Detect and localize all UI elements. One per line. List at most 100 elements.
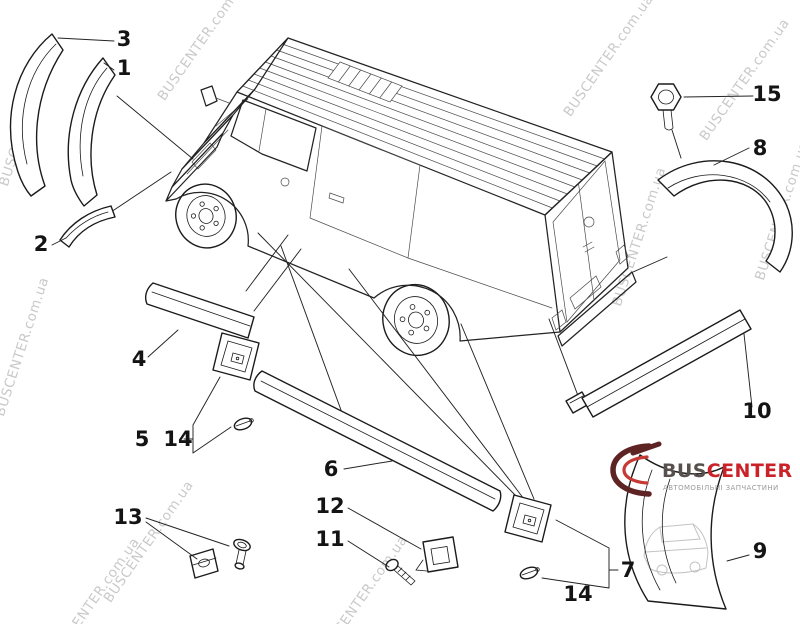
callout-12: 12 <box>315 494 344 518</box>
leader-lines <box>51 37 754 589</box>
rear-badge <box>583 216 595 228</box>
brand-logo: BUSCENTER АВТОМОБІЛЬНІ ЗАПЧАСТИНИ <box>610 441 793 497</box>
callout-9: 9 <box>753 539 768 563</box>
fuel-cap <box>280 177 290 187</box>
leader-13 <box>145 517 230 560</box>
placement-line <box>110 171 172 213</box>
door-window <box>230 99 317 172</box>
watermark-text: BUSCENTER.com.ua <box>561 0 657 120</box>
part-7-mounting-plate <box>504 494 552 543</box>
part-1-inner-arch-trim <box>67 57 116 207</box>
lug <box>199 225 205 231</box>
leader-1 <box>103 62 115 71</box>
part-10-rear-quarter-molding <box>565 309 752 418</box>
callout-13: 13 <box>113 505 142 529</box>
brand-name-center: CENTER <box>707 460 793 482</box>
headlight <box>191 142 217 170</box>
leader-10 <box>743 333 753 408</box>
front-bumper <box>165 132 224 202</box>
placement-line <box>280 245 342 411</box>
rear-door-split <box>578 183 595 301</box>
callout-5: 5 <box>135 427 150 451</box>
brand-mark-accent <box>622 455 649 485</box>
rear-handles <box>582 241 595 253</box>
leader-8 <box>713 147 750 166</box>
part-3-outer-arch-trim <box>9 33 64 197</box>
brand-mark-icon <box>610 441 662 497</box>
rear-face <box>544 151 629 333</box>
door-handle <box>328 192 345 204</box>
van-illustration <box>165 37 637 357</box>
window-divider <box>258 108 267 152</box>
rim <box>186 195 226 237</box>
hub <box>198 208 214 224</box>
rear-bumper <box>557 271 637 347</box>
lug <box>399 316 406 323</box>
part-5-mounting-plate <box>212 332 260 381</box>
part-13-fasteners <box>189 538 251 579</box>
brand-name-bus: BUS <box>662 460 707 482</box>
callout-10: 10 <box>742 399 771 423</box>
callout-labels: 3 1 2 4 5 14 6 13 12 11 7 14 8 15 10 9 <box>34 27 782 606</box>
placement-line <box>257 232 520 500</box>
callout-15: 15 <box>752 82 781 106</box>
van-silhouette <box>166 38 628 341</box>
callout-4: 4 <box>132 347 147 371</box>
watermark-text: BUSCENTER.com.ua <box>101 478 197 606</box>
part-2-corner-trim <box>59 205 116 248</box>
callout-2: 2 <box>34 232 49 256</box>
rear-door-frame <box>552 160 621 323</box>
mirror-arm <box>215 97 230 104</box>
lug <box>423 325 430 332</box>
placement-line <box>253 248 302 312</box>
placement-line <box>671 129 682 159</box>
callout-1: 1 <box>117 56 132 80</box>
callout-3: 3 <box>117 27 132 51</box>
lug <box>213 206 219 212</box>
part-8-rear-arch-trim <box>657 160 793 273</box>
taillight-near <box>551 309 567 331</box>
lug <box>199 201 205 207</box>
taillight-far <box>615 244 629 265</box>
part-15-nut <box>650 83 682 131</box>
callout-14-left: 14 <box>163 427 192 451</box>
watermark-text: BUSCENTER.com.ua <box>155 0 251 104</box>
license-plate <box>569 275 602 310</box>
lug <box>213 220 219 226</box>
leader-4 <box>147 329 179 358</box>
mirror <box>200 85 218 107</box>
bracket-7-14 <box>541 519 619 589</box>
placement-lines <box>110 95 682 504</box>
leader-15 <box>683 95 754 98</box>
parts-layer <box>9 33 793 610</box>
leader-11 <box>347 540 390 568</box>
callout-8: 8 <box>753 136 768 160</box>
part-6-sliding-door-molding <box>253 370 502 512</box>
lug <box>408 329 414 336</box>
part-4-front-door-molding <box>144 282 255 339</box>
bracket-5-14 <box>183 376 232 454</box>
part-11-screw <box>385 558 416 586</box>
rim <box>393 296 439 344</box>
part-14-clip-right <box>519 566 540 580</box>
placement-line <box>245 234 289 292</box>
brand-subtitle: АВТОМОБІЛЬНІ ЗАПЧАСТИНИ <box>663 484 779 492</box>
watermark-text: BUSCENTER.com.ua <box>0 275 52 418</box>
brand-name: BUSCENTER <box>662 460 793 482</box>
callout-6: 6 <box>324 457 339 481</box>
hub <box>408 311 424 329</box>
placement-line <box>548 318 581 402</box>
part-14-clip-left <box>233 417 254 431</box>
lug <box>424 309 431 316</box>
leader-12 <box>347 507 422 550</box>
placement-line <box>116 95 194 160</box>
roof-hatch-slats <box>337 65 393 99</box>
callout-11: 11 <box>315 527 344 551</box>
placement-line <box>632 256 668 273</box>
leader-9 <box>726 554 750 562</box>
roof-ribs <box>242 43 605 209</box>
leader-6 <box>343 460 393 470</box>
placement-line <box>348 268 528 504</box>
